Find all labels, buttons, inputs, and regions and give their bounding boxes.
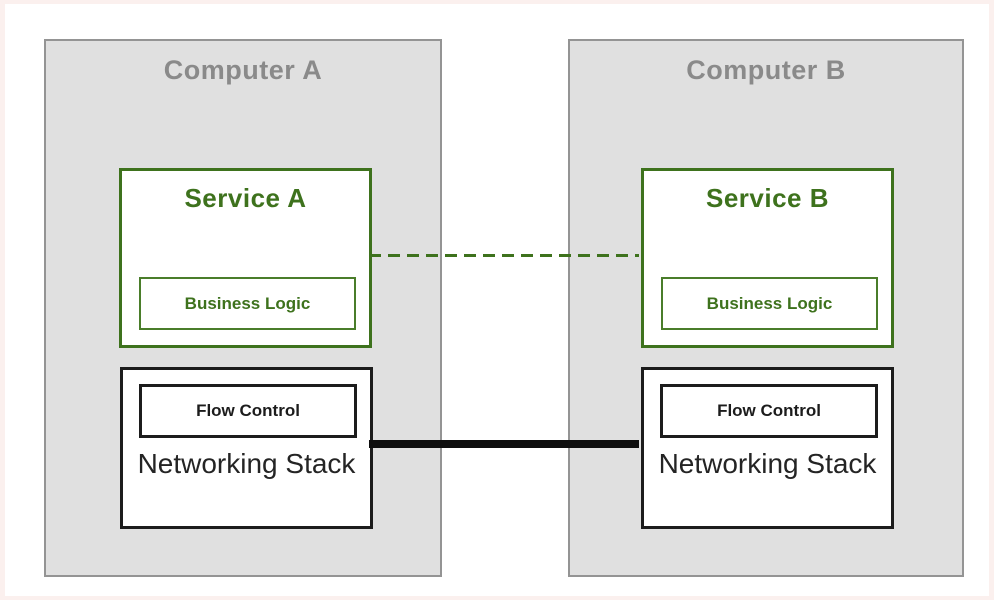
computer-b-box: Computer B Service B Business Logic Flow… xyxy=(568,39,964,577)
computer-a-label: Computer A xyxy=(163,55,323,85)
network-link-solid-line xyxy=(369,440,639,448)
business-logic-a-box: Business Logic xyxy=(139,277,356,330)
networking-stack-b-label: Networking Stack xyxy=(658,448,877,479)
service-link-dashed-line xyxy=(369,254,639,257)
business-logic-b-box: Business Logic xyxy=(661,277,878,330)
service-b-box: Service B Business Logic xyxy=(641,168,894,348)
service-a-box: Service A Business Logic xyxy=(119,168,372,348)
networking-stack-b-box: Flow Control Networking Stack xyxy=(641,367,894,529)
flow-control-a-box: Flow Control xyxy=(139,384,357,438)
service-b-title: Service B xyxy=(705,183,830,213)
networking-stack-a-box: Flow Control Networking Stack xyxy=(120,367,373,529)
networking-stack-a-label: Networking Stack xyxy=(137,448,356,479)
flow-control-b-box: Flow Control xyxy=(660,384,878,438)
diagram-canvas: Computer A Service A Business Logic Flow… xyxy=(5,4,989,596)
computer-b-label: Computer B xyxy=(686,55,846,85)
service-a-title: Service A xyxy=(184,183,307,213)
computer-a-box: Computer A Service A Business Logic Flow… xyxy=(44,39,442,577)
